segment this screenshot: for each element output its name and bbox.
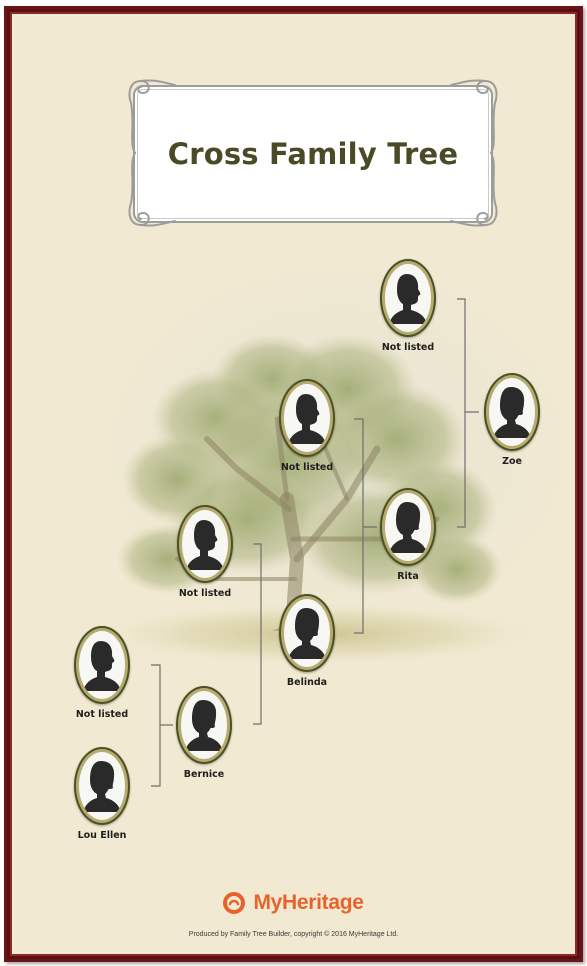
- portrait-frame: [177, 505, 233, 583]
- copyright-credit: Produced by Family Tree Builder, copyrig…: [17, 931, 570, 938]
- frame-bevel: Cross Family Tree: [10, 12, 577, 956]
- portrait-frame: [74, 626, 130, 704]
- person-card-bernice[interactable]: Bernice: [174, 686, 234, 764]
- person-name: Lou Ellen: [42, 830, 162, 841]
- person-card-mid-not-listed[interactable]: Not listed: [277, 379, 337, 457]
- person-card-belinda[interactable]: Belinda: [277, 594, 337, 672]
- person-card-left-not-listed[interactable]: Not listed: [175, 505, 235, 583]
- person-name: Not listed: [145, 588, 265, 599]
- male-silhouette-icon: [385, 264, 431, 332]
- connector-bernice-children: [151, 665, 173, 786]
- male-silhouette-icon: [79, 631, 125, 699]
- female-silhouette-icon: [181, 691, 227, 759]
- female-silhouette-icon: [489, 378, 535, 446]
- person-name: Zoe: [452, 456, 570, 467]
- portrait-frame: [74, 747, 130, 825]
- person-name: Rita: [348, 571, 468, 582]
- female-silhouette-icon: [284, 599, 330, 667]
- person-name: Not listed: [42, 709, 162, 720]
- portrait-frame: [279, 594, 335, 672]
- person-name: Belinda: [247, 677, 367, 688]
- poster-paper: Cross Family Tree: [17, 19, 570, 949]
- connector-zoe-parents: [457, 299, 479, 527]
- person-name: Not listed: [348, 342, 468, 353]
- portrait-frame: [176, 686, 232, 764]
- myheritage-logo[interactable]: MyHeritage: [17, 891, 570, 915]
- myheritage-logo-icon: [223, 892, 245, 914]
- person-name: Not listed: [247, 462, 367, 473]
- male-silhouette-icon: [284, 384, 330, 452]
- person-card-low-not-listed[interactable]: Not listed: [72, 626, 132, 704]
- person-card-lou-ellen[interactable]: Lou Ellen: [72, 747, 132, 825]
- person-card-top-not-listed[interactable]: Not listed: [378, 259, 438, 337]
- portrait-frame: [380, 488, 436, 566]
- portrait-frame: [279, 379, 335, 457]
- connector-bernice-parents: [253, 544, 261, 724]
- male-silhouette-icon: [182, 510, 228, 578]
- female-silhouette-icon: [79, 752, 125, 820]
- brand-name: MyHeritage: [253, 891, 363, 915]
- portrait-frame: [484, 373, 540, 451]
- person-name: Bernice: [144, 769, 264, 780]
- person-card-zoe[interactable]: Zoe: [482, 373, 542, 451]
- poster-frame: Cross Family Tree: [4, 6, 583, 962]
- person-card-rita[interactable]: Rita: [378, 488, 438, 566]
- connector-rita-parents: [354, 419, 377, 633]
- female-silhouette-icon: [385, 493, 431, 561]
- portrait-frame: [380, 259, 436, 337]
